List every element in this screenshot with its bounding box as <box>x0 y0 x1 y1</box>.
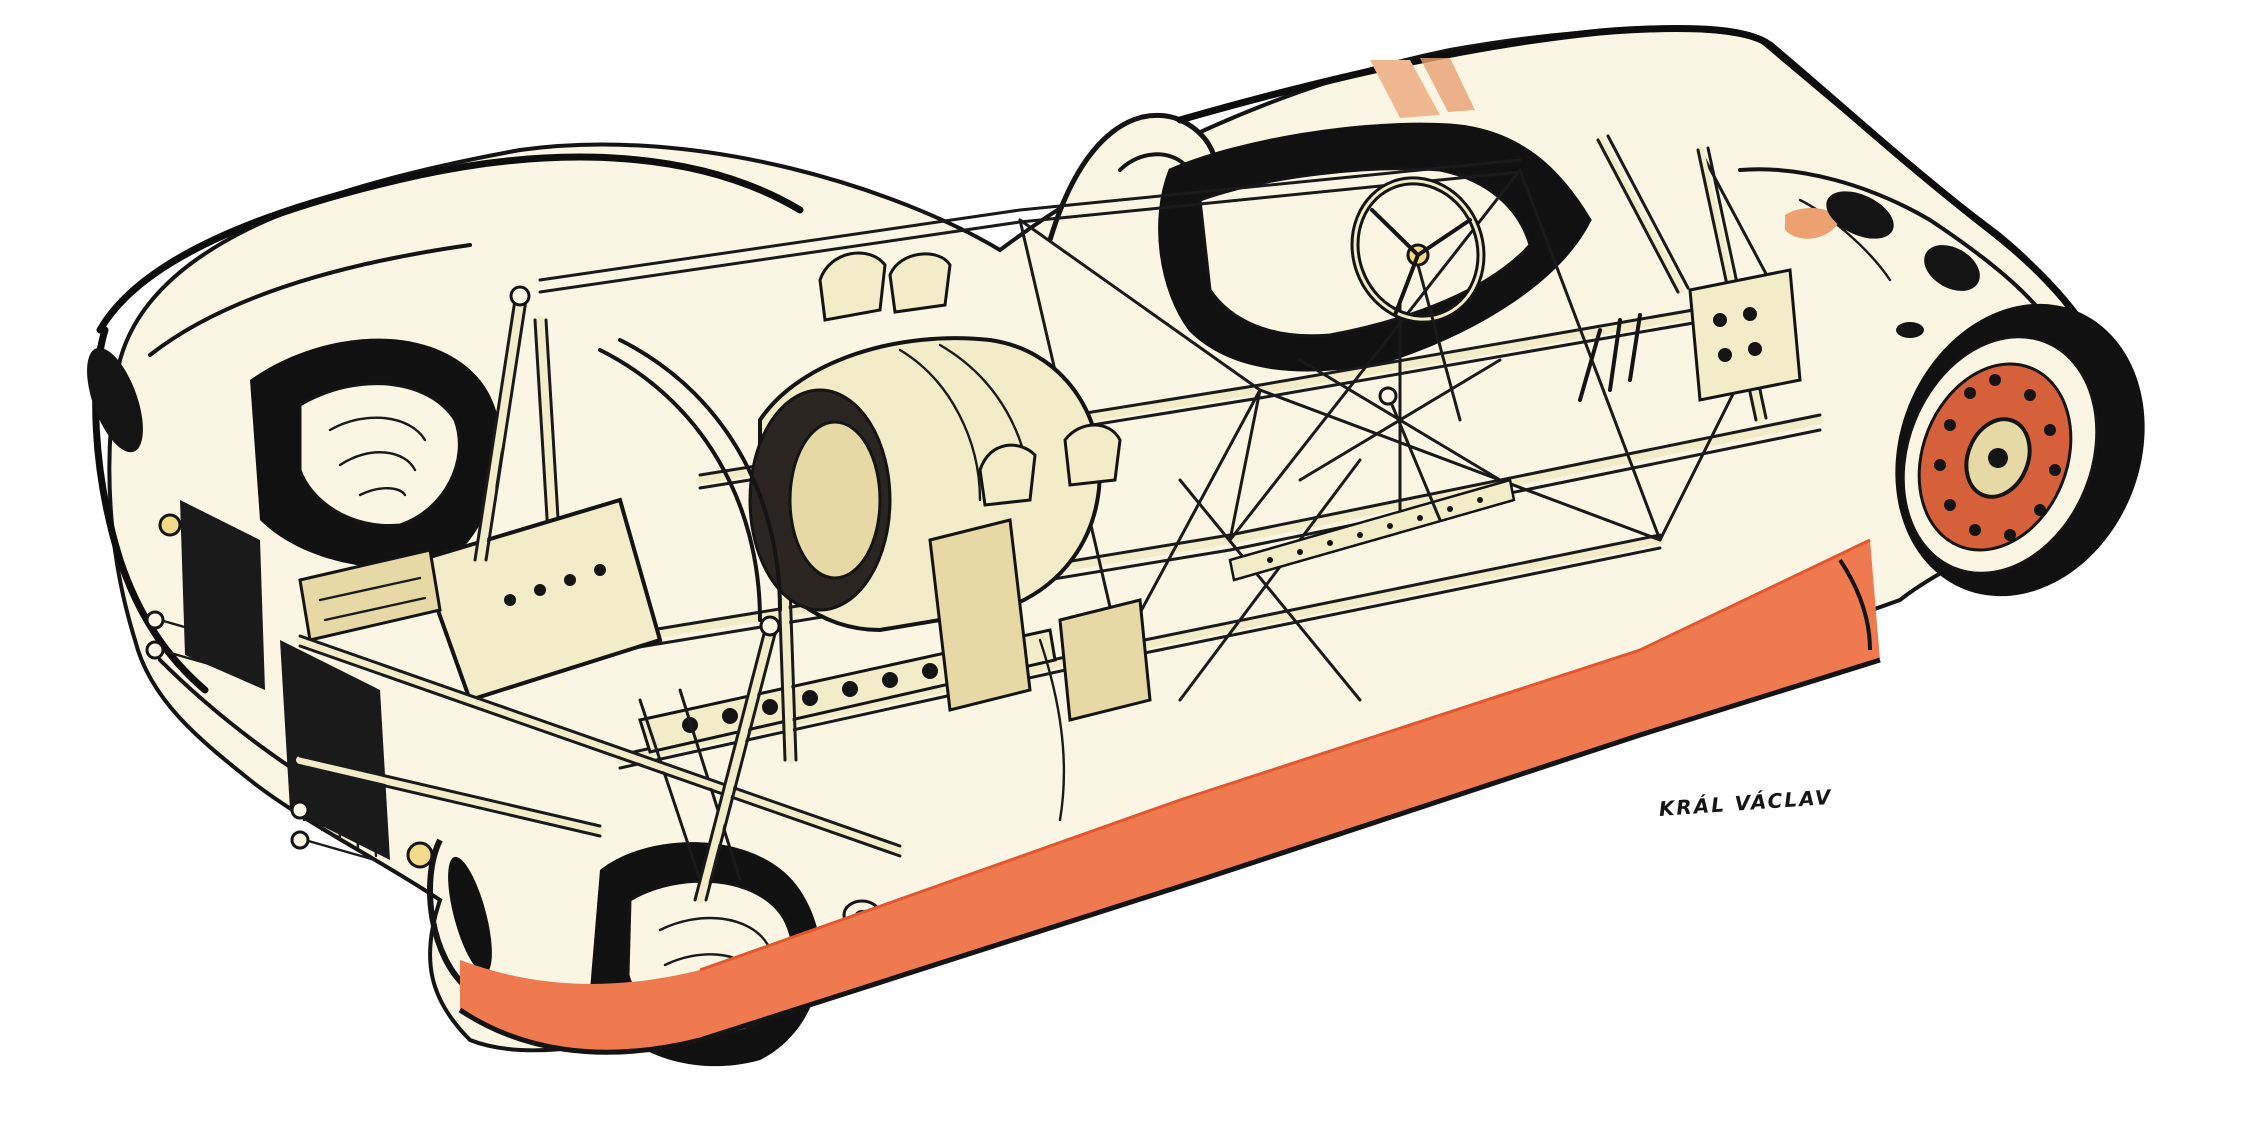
rear-cooling-grille <box>87 347 390 860</box>
steering-wheel-icon <box>1350 176 1642 522</box>
rear-wheel-left <box>250 338 502 568</box>
rear-suspension <box>145 285 781 904</box>
wheel-icon <box>1895 303 2145 597</box>
race-number-roundel <box>1785 191 1980 338</box>
orange-side-sill <box>458 538 1881 1055</box>
